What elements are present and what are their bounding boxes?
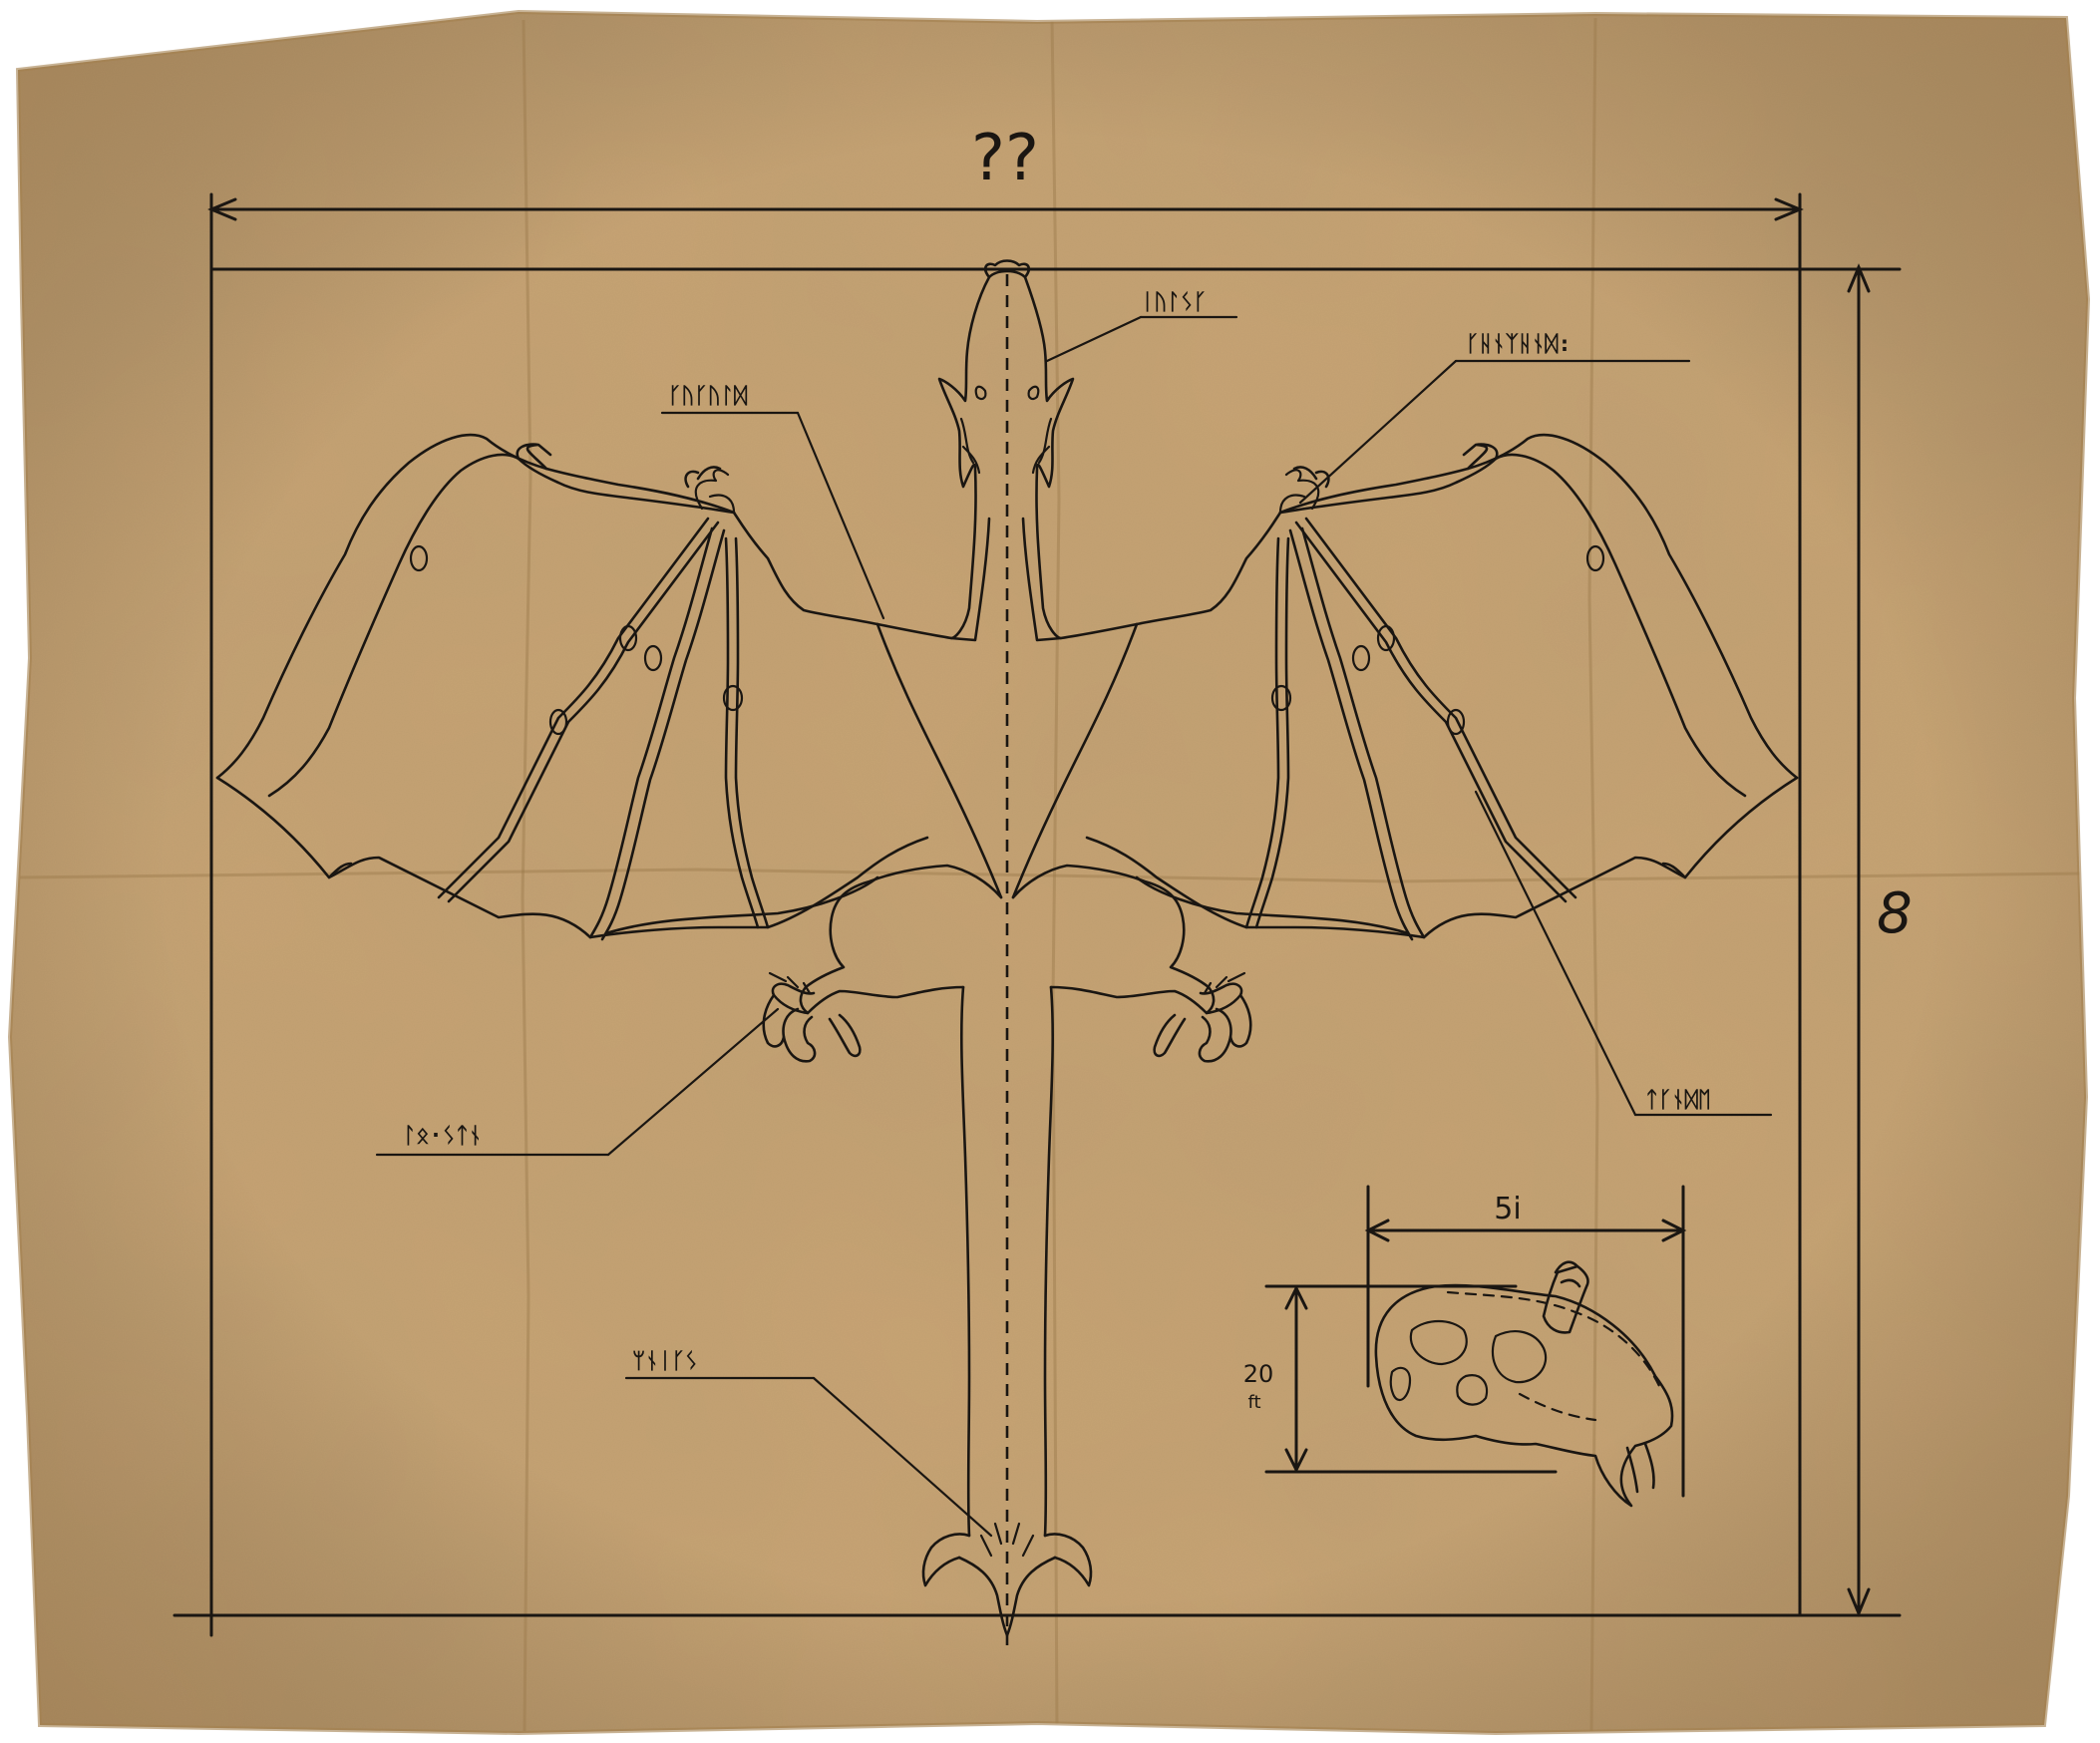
label-tail-spike: ᛘᚾᛁᚴᛊ xyxy=(632,1349,698,1374)
skull-length-label: 5i xyxy=(1494,1192,1521,1226)
fold-creases xyxy=(19,17,2085,1732)
dragon-body xyxy=(732,259,1282,1637)
frame-lines xyxy=(173,192,1902,1637)
label-head: ᛁᚢᛚᛊᚴ xyxy=(1141,290,1207,315)
right-wing xyxy=(1085,433,1799,941)
label-membrane: ᛏᚴᚾᛞᛖ xyxy=(1645,1088,1711,1113)
labels: ᛁᚢᛚᛊᚴ ᚴᚢᚴᚢᛚᛞ ᚴᚺᚾᛉᚺᚾᛞ: ᛏᚴᚾᛞᛖ ᛚᛟ·ᛊᛏᚾ ᛘᚾᛁᚴᛊ xyxy=(403,290,1711,1374)
wingspan-dimension: ?? xyxy=(207,122,1804,221)
skull-height-unit: ft xyxy=(1247,1392,1260,1413)
label-shoulder: ᚴᚢᚴᚢᛚᛞ xyxy=(668,384,748,409)
paper-edge xyxy=(7,9,2091,1736)
skull-inset: 5i 20 ft xyxy=(1243,1185,1687,1508)
left-wing xyxy=(215,433,929,941)
height-dimension: 8 xyxy=(1847,263,1913,1617)
label-wing-claw: ᚴᚺᚾᛉᚺᚾᛞ: xyxy=(1466,332,1572,357)
wingspan-label: ?? xyxy=(971,122,1039,195)
skull-height-value: 20 xyxy=(1243,1360,1274,1388)
leader-lines xyxy=(375,315,1773,1538)
height-label: 8 xyxy=(1877,881,1913,946)
label-hind-claw: ᛚᛟ·ᛊᛏᚾ xyxy=(403,1124,482,1149)
